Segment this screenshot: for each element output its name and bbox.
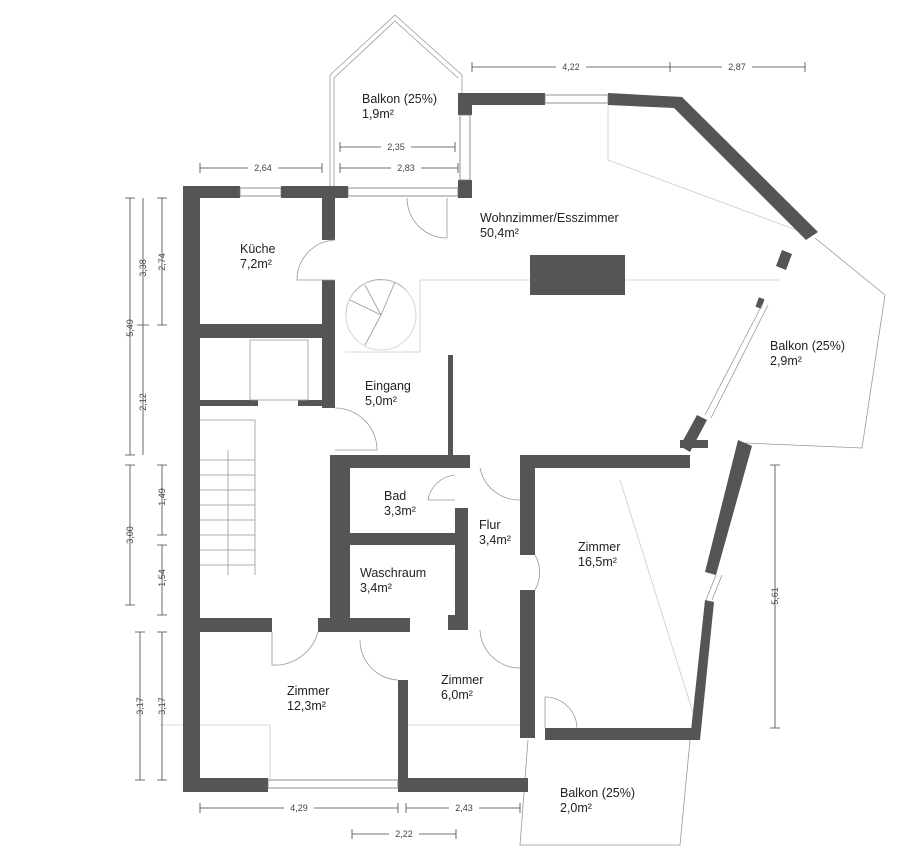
balkon-right-name: Balkon (25%) (770, 339, 845, 353)
dim-bottom-243: 2,43 (455, 803, 473, 813)
kueche-area: 7,2m² (240, 257, 272, 271)
dimension-labels: 4,22 2,87 2,64 2,35 2,83 5,49 3,38 2,74 … (125, 60, 780, 839)
dining-table (530, 255, 625, 295)
dim-left-300: 3,00 (125, 526, 135, 544)
dim-top-235: 2,35 (387, 142, 405, 152)
zimmer-small-name: Zimmer (441, 673, 483, 687)
bad-area: 3,3m² (384, 504, 416, 518)
dim-top-264: 2,64 (254, 163, 272, 173)
waschraum-name: Waschraum (360, 566, 426, 580)
dim-left-274: 2,74 (157, 253, 167, 271)
stairs (200, 279, 417, 575)
dim-bottom-429: 4,29 (290, 803, 308, 813)
flur-name: Flur (479, 518, 501, 532)
wohnzimmer-area: 50,4m² (480, 226, 519, 240)
dim-top-287: 2,87 (728, 62, 746, 72)
bad-name: Bad (384, 489, 406, 503)
zimmer-left-area: 12,3m² (287, 699, 326, 713)
dim-left-549: 5,49 (125, 319, 135, 337)
dim-left-154: 1,54 (157, 569, 167, 587)
balkon-top-area: 1,9m² (362, 107, 394, 121)
dimension-lines (125, 62, 806, 839)
dim-top-422: 4,22 (562, 62, 580, 72)
balkon-bottom-name: Balkon (25%) (560, 786, 635, 800)
dim-left-149: 1,49 (157, 488, 167, 506)
waschraum-area: 3,4m² (360, 581, 392, 595)
zimmer-left-name: Zimmer (287, 684, 329, 698)
zimmer-small-area: 6,0m² (441, 688, 473, 702)
eingang-name: Eingang (365, 379, 411, 393)
balkon-top-name: Balkon (25%) (362, 92, 437, 106)
wohnzimmer-name: Wohnzimmer/Esszimmer (480, 211, 619, 225)
dim-left-338: 3,38 (138, 259, 148, 277)
flur-area: 3,4m² (479, 533, 511, 547)
dim-bottom-222: 2,22 (395, 829, 413, 839)
dim-left-317b: 3,17 (157, 697, 167, 715)
windows (239, 94, 769, 789)
balkon-right-area: 2,9m² (770, 354, 802, 368)
dim-left-317a: 3,17 (135, 697, 145, 715)
dim-right-561: 5,61 (770, 587, 780, 605)
dim-left-212: 2,12 (138, 393, 148, 411)
zimmer-large-area: 16,5m² (578, 555, 617, 569)
zimmer-large-name: Zimmer (578, 540, 620, 554)
balcony-outlines (329, 14, 886, 846)
walls (183, 93, 818, 792)
kueche-name: Küche (240, 242, 275, 256)
helper-lines (160, 105, 811, 780)
dim-top-283: 2,83 (397, 163, 415, 173)
eingang-area: 5,0m² (365, 394, 397, 408)
doors (271, 197, 578, 729)
room-labels: Balkon (25%) 1,9m² Wohnzimmer/Esszimmer … (240, 92, 845, 815)
balkon-bottom-area: 2,0m² (560, 801, 592, 815)
